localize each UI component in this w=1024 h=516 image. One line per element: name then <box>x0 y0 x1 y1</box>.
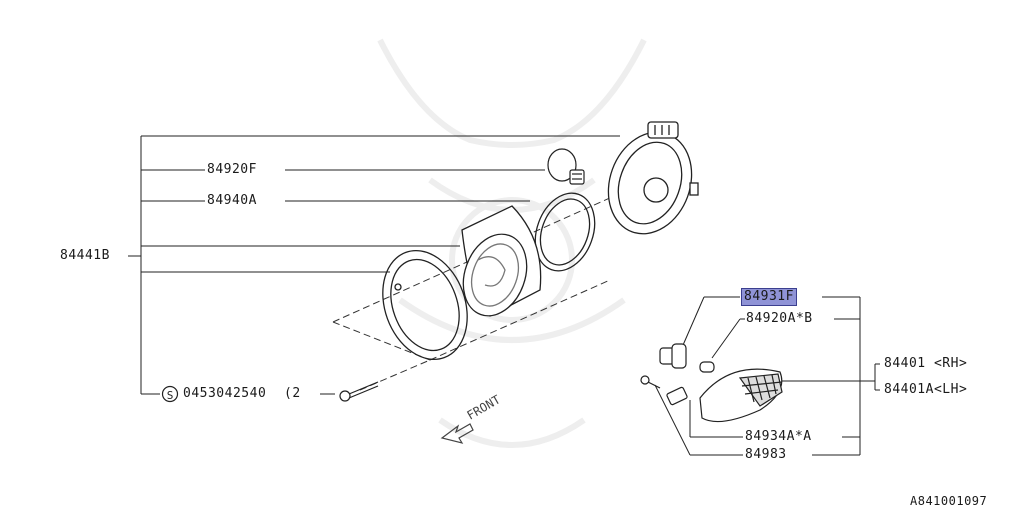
gasket-84940A <box>534 192 596 272</box>
lens-housing <box>461 205 542 317</box>
label-84401A-LH: 84401A<LH> <box>884 382 968 397</box>
front-arrow-icon <box>440 423 474 444</box>
label-84441B: 84441B <box>60 248 110 263</box>
standard-part-mark-letter: S <box>167 389 174 402</box>
side-marker-socket <box>659 343 687 369</box>
side-marker-bulb <box>699 361 715 373</box>
standard-part-mark <box>161 385 179 403</box>
bulb-84920F <box>547 148 585 185</box>
screw-icon <box>339 381 379 402</box>
side-marker-clip <box>640 375 688 406</box>
label-84940A: 84940A <box>207 193 257 208</box>
label-screw-code: 0453042540 <box>183 386 267 401</box>
leader-lines-side-marker <box>654 296 880 456</box>
front-arrow-label: FRONT <box>465 392 503 422</box>
label-84920A-B: 84920A*B <box>746 311 813 326</box>
bezel-ring <box>382 249 468 361</box>
label-84401-RH: 84401 <RH> <box>884 356 968 371</box>
figure-id: A841001097 <box>910 494 988 508</box>
side-marker-lamp <box>699 368 783 423</box>
label-screw-qty: (2 <box>284 386 301 401</box>
label-84934A-A: 84934A*A <box>745 429 812 444</box>
leader-lines-assembly <box>128 135 620 395</box>
rear-housing <box>607 121 699 235</box>
label-84920F: 84920F <box>207 162 257 177</box>
label-84983: 84983 <box>745 447 787 462</box>
label-84931F-highlighted[interactable]: 84931F <box>741 288 797 306</box>
